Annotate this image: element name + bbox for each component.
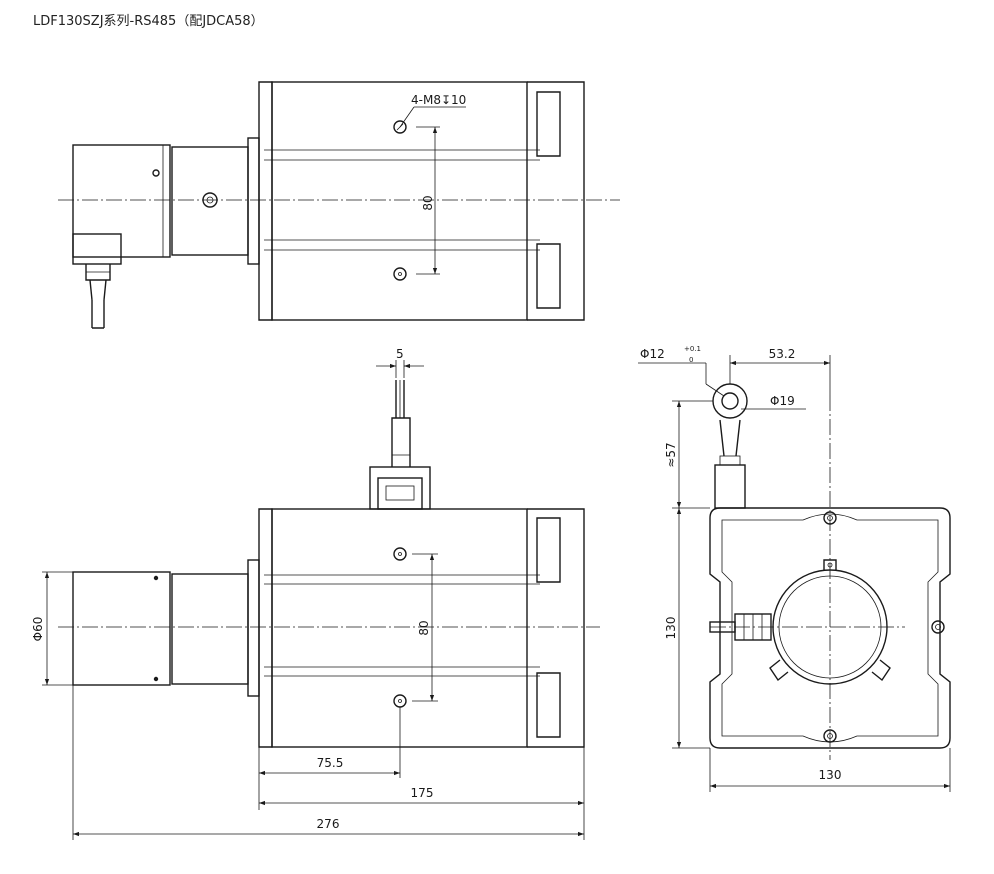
- encoder-diameter: Φ60: [31, 617, 45, 642]
- side-width: 130: [819, 768, 842, 782]
- top-hole-lower: [393, 267, 407, 281]
- hole-offset: 75.5: [317, 756, 344, 770]
- side-height: 130: [664, 617, 678, 640]
- front-hole-pitch: 80: [417, 620, 431, 635]
- side-hole-right: [931, 620, 945, 634]
- ring-inner-diameter: Φ12: [640, 347, 665, 361]
- side-housing: [709, 507, 951, 749]
- drawing-title: LDF130SZJ系列-RS485（配JDCA58）: [33, 14, 264, 29]
- body-length: 175: [411, 786, 434, 800]
- side-hole-top: [823, 511, 837, 525]
- overall-length: 276: [317, 817, 340, 831]
- side-wire: [719, 419, 741, 457]
- top-view: 4-M8↧10 80: [58, 81, 620, 329]
- ring-height: ≈57: [664, 442, 678, 467]
- cable-exit-block: [369, 466, 431, 510]
- side-hole-bottom: [823, 729, 837, 743]
- thread-callout: 4-M8↧10: [411, 93, 466, 107]
- top-cable: [91, 300, 105, 329]
- ring-offset: 53.2: [769, 347, 796, 361]
- ring-inner-tol-upper: +0.1: [684, 345, 701, 353]
- top-adapter: [171, 146, 249, 256]
- top-main-body: [271, 81, 528, 321]
- front-adapter: [171, 573, 249, 685]
- adapter-screw: [202, 192, 218, 208]
- front-hole-lower: [393, 694, 407, 708]
- side-cable-exit: [714, 464, 746, 509]
- top-hole-pitch: 80: [421, 195, 435, 210]
- front-hole-upper: [393, 547, 407, 561]
- front-view: Φ60 5 80: [31, 347, 600, 840]
- side-encoder-disc: [772, 569, 888, 685]
- top-hole-upper: [393, 120, 407, 134]
- front-encoder-body: [72, 571, 171, 686]
- ring-outer-diameter: Φ19: [770, 394, 795, 408]
- side-view: Φ12 +0.1 0 53.2 Φ19 ≈57 130 130: [638, 345, 951, 792]
- cable-sleeve: [391, 417, 411, 467]
- cable-width: 5: [396, 347, 404, 361]
- ring-inner-tol-lower: 0: [689, 356, 693, 364]
- encoder-screw: [152, 169, 160, 177]
- connector-box: [72, 233, 122, 265]
- pull-ring: [712, 383, 748, 419]
- front-main-body: [271, 508, 528, 748]
